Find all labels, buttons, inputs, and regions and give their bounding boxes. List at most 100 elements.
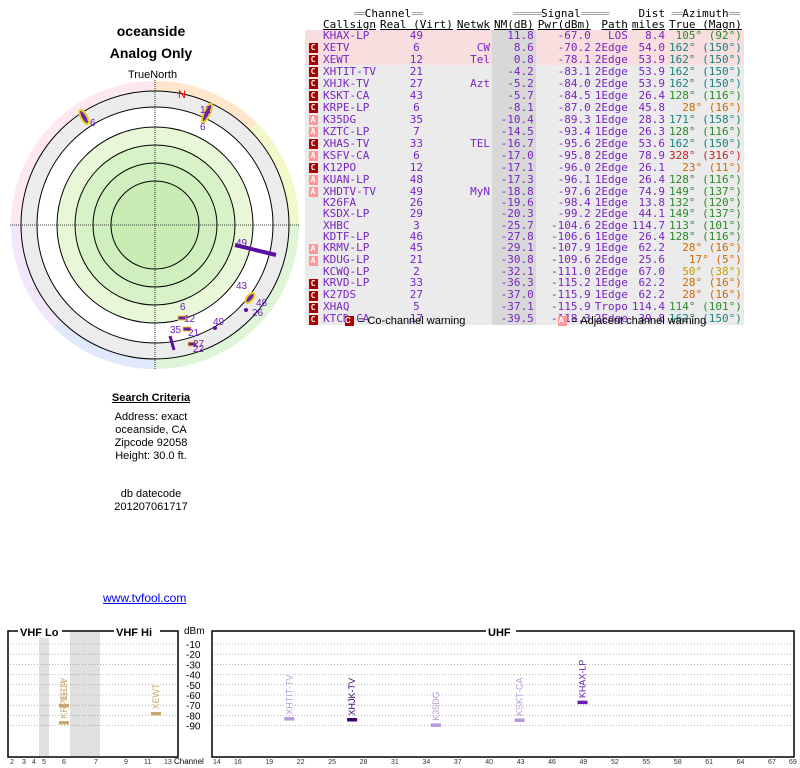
station-azimuth: 17° (5°) [666, 253, 744, 266]
channel-axis-label: Channel [174, 757, 204, 766]
compass-channel-label: 21 [188, 328, 200, 339]
cochannel-icon: C [308, 290, 318, 301]
station-network: Azt [454, 77, 492, 90]
station-callsign: XHAS-TV [321, 137, 378, 150]
station-network [454, 197, 492, 209]
azimuth-magnetic: (16°) [708, 100, 742, 114]
spectrum-bar-label: KSKT-CA [515, 677, 525, 716]
station-power: -96.0 [535, 161, 593, 174]
station-channel: 2 [377, 265, 455, 277]
azimuth-magnetic: (116°) [702, 229, 742, 243]
station-channel: 5 [377, 300, 455, 313]
tvfool-link[interactable]: www.tvfool.com [103, 591, 187, 605]
station-network [454, 219, 492, 231]
azimuth-true: 28° [682, 241, 703, 255]
dbm-tick: -70 [186, 701, 201, 712]
station-path: LOS [592, 30, 630, 42]
uhf-channel-tick: 52 [611, 759, 619, 766]
station-azimuth: 162° (150°) [666, 137, 744, 150]
station-azimuth: 162° (150°) [666, 77, 744, 90]
station-warning: A [305, 149, 321, 162]
azimuth-magnetic: (150°) [702, 64, 742, 78]
station-distance: 26.4 [629, 89, 667, 102]
vhf-channel-tick: 9 [124, 759, 128, 766]
station-table: ==Channel== =====Signal===== Dist ==Azim… [305, 8, 744, 325]
station-network [454, 173, 492, 186]
station-path: 1Edge [592, 276, 630, 290]
azimuth-true: 162° [668, 64, 696, 78]
azimuth-true: 128° [668, 124, 696, 138]
db-label: db datecode [120, 488, 182, 500]
compass-channel-label: 6 [90, 118, 96, 129]
station-network: CW [454, 41, 492, 54]
spectrum-bar-label: KRPE-LP [59, 680, 69, 719]
station-callsign: XHDTV-TV [321, 184, 378, 198]
compass-channel-label: 49 [236, 238, 248, 249]
uhf-channel-tick: 16 [234, 759, 242, 766]
uhf-channel-tick: 55 [642, 759, 650, 766]
station-azimuth: 128° (116°) [666, 124, 744, 138]
station-azimuth: 114° (101°) [666, 300, 744, 313]
azimuth-true: 328° [668, 148, 696, 162]
azimuth-magnetic: (150°) [702, 312, 742, 326]
vhf-channel-tick: 5 [42, 759, 46, 766]
station-callsign: KHAX-LP [321, 30, 378, 42]
dbm-tick: -20 [186, 650, 201, 661]
station-azimuth: 128° (116°) [666, 229, 744, 243]
adjacent-icon: A [558, 316, 568, 327]
azimuth-magnetic: (16°) [708, 276, 742, 290]
station-power: -95.6 [535, 137, 593, 150]
azimuth-magnetic: (316°) [702, 148, 742, 162]
station-callsign: XHAQ [321, 300, 378, 313]
station-power: -109.6 [535, 253, 593, 266]
station-network: Tel [454, 53, 492, 66]
compass-channel-label: 43 [236, 281, 248, 292]
station-channel: 33 [377, 137, 455, 150]
azimuth-magnetic: (116°) [702, 124, 742, 138]
station-azimuth: 28° (16°) [666, 241, 744, 255]
spectrum-bar [430, 723, 441, 727]
vhf-channel-tick: 3 [22, 759, 26, 766]
station-nm: -10.4 [491, 113, 536, 126]
station-distance: 28.3 [629, 113, 667, 126]
station-path: 1Edge [592, 196, 630, 210]
station-markers [78, 102, 277, 351]
db-datecode: db datecode 201207061717 [40, 488, 262, 514]
station-nm: -25.7 [491, 219, 536, 231]
dbm-tick: -30 [186, 660, 201, 671]
station-azimuth: 162° (150°) [666, 312, 744, 326]
uhf-channel-tick: 49 [580, 759, 588, 766]
station-warning: A [305, 173, 321, 186]
station-distance: 26.3 [629, 125, 667, 138]
spectrum-bar-label: XHJK-TV [347, 678, 357, 716]
col-true-magn: True (Magn) [668, 18, 742, 32]
station-channel: 12 [377, 161, 455, 174]
station-warning: C [305, 41, 321, 54]
station-azimuth: 105° (92°) [666, 30, 744, 42]
station-warning [305, 219, 321, 231]
